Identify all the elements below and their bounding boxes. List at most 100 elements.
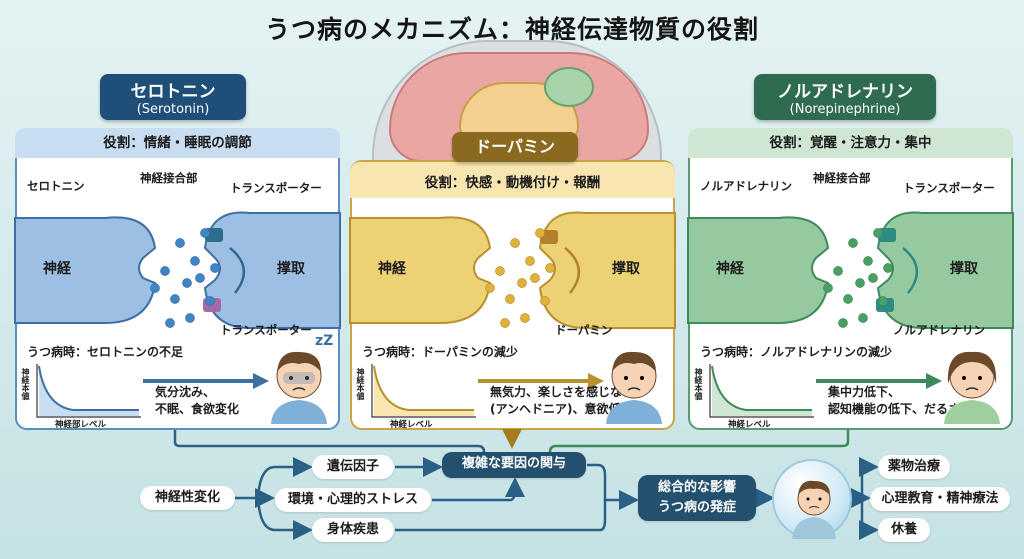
role-header: 役割：快感・動機付け・報酬 — [350, 162, 675, 198]
neurotransmitter-dot — [878, 296, 888, 306]
chart-axes — [371, 364, 476, 418]
neurotransmitter-dot — [185, 313, 195, 323]
reuptake-arrow — [564, 247, 580, 294]
neurotransmitter-dot — [858, 313, 868, 323]
neurotransmitter-dot — [823, 283, 833, 293]
sleepy-boy-face-icon — [271, 351, 327, 424]
treatment-rest: 休養 — [878, 518, 930, 542]
neurotransmitter-dot — [495, 266, 505, 276]
effect-arrow — [478, 373, 604, 389]
neurotransmitter-dot — [505, 294, 515, 304]
neurotransmitter-dot — [843, 294, 853, 304]
neurotransmitter-dot — [200, 228, 210, 238]
neurotransmitter-dot — [170, 294, 180, 304]
bottom-label: トランスポーター — [220, 323, 312, 337]
transporter-label: トランスポーター — [903, 181, 995, 195]
neurotransmitter-dot — [848, 238, 858, 248]
factor-stress: 環境・心理的ストレス — [275, 488, 431, 512]
neurotransmitter-dot — [205, 296, 215, 306]
neurotransmitter-dot — [855, 278, 865, 288]
dopamine-tag: ドーパミン — [452, 132, 578, 162]
neurotransmitter-label: ノルアドレナリン — [700, 179, 792, 193]
neurotransmitter-dot — [195, 273, 205, 283]
neuron-label: 神経 — [43, 261, 71, 277]
neurotransmitter-dot — [517, 278, 527, 288]
chart-y-axis-label: 神経本値 — [21, 368, 30, 400]
reuptake-arrow — [229, 247, 245, 294]
chart-x-axis-label: 神経レベル — [728, 420, 771, 430]
origin-node: 神経性変化 — [140, 486, 235, 510]
uptake-label: 撑取 — [277, 261, 305, 277]
presynaptic-neuron — [687, 216, 830, 324]
neurotransmitter-dot — [210, 263, 220, 273]
presynaptic-neuron — [14, 216, 157, 324]
postsynaptic-neuron — [203, 211, 341, 329]
symptom-text: 無気力、楽しさを感じない (アンヘドニア)、意欲低下 — [490, 385, 635, 416]
neurotransmitter-dot — [883, 263, 893, 273]
treatment-psychotherapy: 心理教育・精神療法 — [870, 487, 1010, 511]
depression-state: うつ病時：セロトニンの不足 — [27, 345, 184, 359]
decline-chart — [36, 364, 141, 418]
chart-axes — [36, 364, 141, 418]
role-header: 役割：覚醒・注意力・集中 — [688, 128, 1013, 158]
sleep-zz-icon: zZ — [315, 333, 334, 349]
decline-chart — [371, 364, 476, 418]
symptom-text: 集中力低下、 認知機能の低下、だるさ — [828, 385, 961, 416]
complex-factors-node: 複雑な要因の関与 — [442, 452, 586, 478]
serotonin-tag: セロトニン(Serotonin) — [100, 74, 246, 120]
chart-y-axis-label: 神経本値 — [356, 368, 365, 400]
neurotransmitter-dot — [182, 278, 192, 288]
effect-arrow — [816, 373, 942, 389]
depression-state: うつ病時：ドーパミンの減少 — [362, 345, 518, 359]
chart-x-axis-label: 神経部レベル — [55, 420, 107, 430]
neurotransmitter-dot — [545, 263, 555, 273]
neurotransmitter-dot — [873, 228, 883, 238]
neurotransmitter-dot — [868, 273, 878, 283]
postsynaptic-neuron — [876, 211, 1014, 329]
neurotransmitter-dot — [500, 318, 510, 328]
norepinephrine-tag: ノルアドレナリン(Norepinephrine) — [754, 74, 936, 120]
panel-2: 役割：覚醒・注意力・集中ノルアドレナリン 神経接合部 トランスポーター 神経 撑… — [687, 128, 1014, 430]
uptake-label: 撑取 — [950, 261, 978, 277]
chart-x-axis-label: 神経レベル — [390, 420, 433, 430]
panel-1: 役割：快感・動機付け・報酬 神経 撑取 ドーパミン うつ病時：ドーパミンの減少 … — [349, 128, 676, 430]
synapse-diagram — [687, 211, 1014, 329]
patient-avatar — [772, 459, 852, 539]
decline-curve — [711, 365, 812, 411]
panel-0: 役割：情緒・睡眠の調節セロトニン 神経接合部 トランスポーター 神経 撑取 トラ… — [14, 128, 341, 430]
decline-chart — [709, 364, 814, 418]
neurotransmitter-dot — [540, 296, 550, 306]
neutral-boy-face-icon — [606, 351, 662, 424]
transporter-label: トランスポーター — [230, 181, 322, 195]
neurotransmitter-dot — [535, 228, 545, 238]
symptom-text: 気分沈み、 不眠、食欲変化 — [155, 385, 240, 416]
factor-genetic: 遺伝因子 — [312, 455, 394, 479]
junction-label: 神経接合部 — [813, 171, 871, 185]
bottom-label: ドーパミン — [555, 323, 613, 337]
neurotransmitter-dot — [485, 283, 495, 293]
treatment-medication: 薬物治療 — [878, 455, 950, 479]
postsynaptic-neuron — [538, 211, 676, 329]
decline-curve — [38, 365, 139, 411]
neurotransmitter-label: セロトニン — [27, 179, 85, 193]
chart-axes — [709, 364, 814, 418]
depression-onset-node: 総合的な影響うつ病の発症 — [638, 475, 756, 521]
neurotransmitter-dot — [863, 256, 873, 266]
neurotransmitter-dot — [520, 313, 530, 323]
neurotransmitter-dot — [165, 318, 175, 328]
bottom-label: ノルアドレナリン — [893, 323, 985, 337]
presynaptic-neuron — [349, 216, 492, 324]
page-title: うつ病のメカニズム：神経伝達物質の役割 — [264, 15, 759, 44]
factor-illness: 身体疾患 — [312, 518, 394, 542]
neuron-label: 神経 — [378, 261, 406, 277]
neurotransmitter-dot — [525, 256, 535, 266]
reuptake-arrow — [902, 247, 918, 294]
neurotransmitter-dot — [190, 256, 200, 266]
depression-state: うつ病時：ノルアドレナリンの減少 — [700, 345, 893, 359]
uptake-label: 撑取 — [612, 261, 640, 277]
synapse-diagram — [349, 211, 676, 329]
decline-curve — [373, 365, 474, 411]
neurotransmitter-dot — [150, 283, 160, 293]
tired-woman-face-icon — [944, 351, 1000, 424]
